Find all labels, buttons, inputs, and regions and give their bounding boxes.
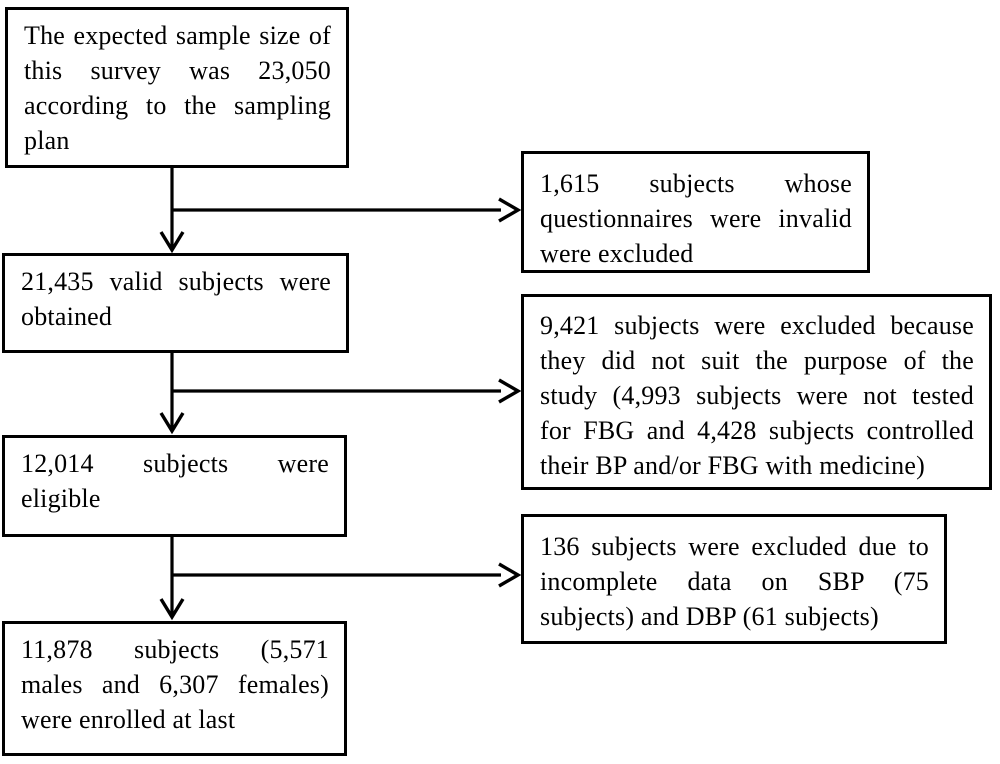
flow-box-enrolled-subjects: 11,878 subjects (5,571 males and 6,307 fe… [2,621,347,756]
arrowhead-down-2 [159,412,185,435]
arrowhead-right-1 [498,197,522,223]
text-line: incomplete data on SBP (75 [540,567,929,596]
exclusion-box-invalid-questionnaires: 1,615 subjects whose questionnaires were … [521,151,870,273]
text-line: 9,421 subjects were excluded because [540,311,974,340]
text-line: plan [24,126,70,155]
arrowhead-down-1 [159,231,185,254]
text-line: 136 subjects were excluded due to [540,532,929,561]
text-line: The expected sample size of [24,21,331,50]
text-line: they did not suit the purpose of the [540,346,974,375]
arrowhead-right-3 [498,562,522,588]
text-line: according to the sampling [24,91,331,120]
text-line: their BP and/or FBG with medicine) [540,451,925,480]
flow-box-expected-sample: The expected sample size of this survey w… [5,7,349,168]
text-line: were excluded [540,239,694,268]
exclusion-box-incomplete-bp-data: 136 subjects were excluded due to incompl… [521,514,947,644]
arrowhead-down-3 [159,598,185,621]
text-line: males and 6,307 females) [21,670,329,699]
exclusion-box-unsuitable-subjects: 9,421 subjects were excluded because they… [521,294,992,490]
text-line: for FBG and 4,428 subjects controlled [540,416,974,445]
text-line: 21,435 valid subjects were [21,267,331,296]
text-line: were enrolled at last [21,705,236,734]
text-line: questionnaires were invalid [540,204,852,233]
text-line: study (4,993 subjects were not tested [540,381,974,410]
text-line: this survey was 23,050 [24,56,331,85]
text-line: 11,878 subjects (5,571 [21,635,329,664]
text-line: 1,615 subjects whose [540,169,852,198]
text-line: 12,014 subjects were [21,449,329,478]
flow-box-eligible-subjects: 12,014 subjects were eligible [2,435,347,537]
text-line: eligible [21,484,101,513]
text-line: obtained [21,302,113,331]
flow-box-valid-subjects: 21,435 valid subjects were obtained [2,253,349,353]
text-line: subjects) and DBP (61 subjects) [540,602,879,631]
arrowhead-right-2 [498,378,522,404]
